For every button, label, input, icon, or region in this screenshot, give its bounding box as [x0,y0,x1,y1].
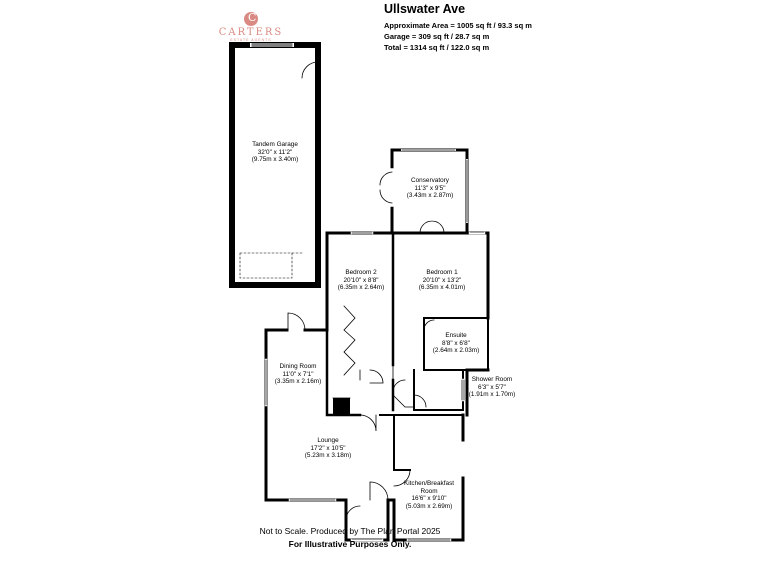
disclaimer-scale: Not to Scale. Produced by The Plan Porta… [259,526,441,536]
page-title: Ullswater Ave [384,2,466,16]
room-name: Bedroom 1 [426,269,458,276]
room-label-lounge: Lounge 17'2" x 10'5" (5.23m x 3.18m) [283,437,373,460]
room-label-dining-room: Dining Room 11'0" x 7'1" (3.35m x 2.16m) [253,363,343,386]
area-garage: Garage = 309 sq ft / 28.7 sq m [384,32,490,41]
room-label-bedroom-1: Bedroom 1 20'10" x 13'2" (6.35m x 4.01m) [397,269,487,292]
room-metric: (2.64m x 2.03m) [432,347,480,355]
room-name: Kitchen/Breakfast Room [403,480,455,495]
room-metric: (9.75m x 3.40m) [251,156,299,164]
room-imperial: 11'0" x 7'1" [282,370,314,378]
logo-mark-icon: C [244,11,258,26]
area-approximate: Approximate Area = 1005 sq ft / 93.3 sq … [384,21,532,30]
room-imperial: 20'10" x 8'8" [343,276,379,284]
plan-footer: Not to Scale. Produced by The Plan Porta… [200,525,500,551]
door-swings [287,305,489,521]
room-metric: (1.91m x 1.70m) [468,391,516,399]
room-metric: (6.35m x 2.64m) [337,284,385,292]
room-name: Ensuite [445,332,467,339]
room-label-kitchen-breakfast-room: Kitchen/Breakfast Room 16'6" x 9'10" (5.… [384,480,474,510]
room-label-bedroom-2: Bedroom 2 20'10" x 8'8" (6.35m x 2.64m) [316,269,406,292]
room-metric: (3.35m x 2.16m) [274,378,322,386]
room-imperial: 8'8" x 6'8" [442,339,470,347]
room-name: Conservatory [410,177,449,184]
logo-name: CARTERS [218,27,284,38]
brand-logo: C CARTERS ESTATE AGENTS [216,11,286,42]
disclaimer-illustrative: For Illustrative Purposes Only. [288,539,412,549]
room-imperial: 16'6" x 9'10" [411,495,447,503]
room-label-ensuite: Ensuite 8'8" x 6'8" (2.64m x 2.03m) [411,332,501,355]
plan-header: Ullswater Ave Approximate Area = 1005 sq… [384,2,624,53]
room-name: Dining Room [279,363,317,370]
garage-walls [229,42,321,288]
logo-subtitle: ESTATE AGENTS [230,38,272,42]
room-name: Bedroom 2 [345,269,377,276]
room-imperial: 20'10" x 13'2" [422,276,462,284]
windows [264,231,486,542]
room-metric: (5.03m x 2.69m) [405,502,453,510]
room-name: Lounge [317,437,339,444]
room-imperial: 11'3" x 9'5" [414,184,446,192]
room-label-tandem-garage: Tandem Garage 32'0" x 11'2" (9.75m x 3.4… [230,141,320,164]
room-label-conservatory: Conservatory 11'3" x 9'5" (3.43m x 2.87m… [385,177,475,200]
room-name: Shower Room [471,376,513,383]
room-label-shower-room: Shower Room 6'3" x 5'7" (1.91m x 1.70m) [447,376,537,399]
room-metric: (3.43m x 2.87m) [406,192,454,200]
room-imperial: 32'0" x 11'2" [257,148,293,156]
room-imperial: 17'2" x 10'5" [310,444,346,452]
room-name: Tandem Garage [252,141,298,148]
room-metric: (6.35m x 4.01m) [418,284,466,292]
room-metric: (5.23m x 3.18m) [304,452,352,460]
area-total: Total = 1314 sq ft / 122.0 sq m [384,43,490,52]
room-imperial: 6'3" x 5'7" [478,383,506,391]
